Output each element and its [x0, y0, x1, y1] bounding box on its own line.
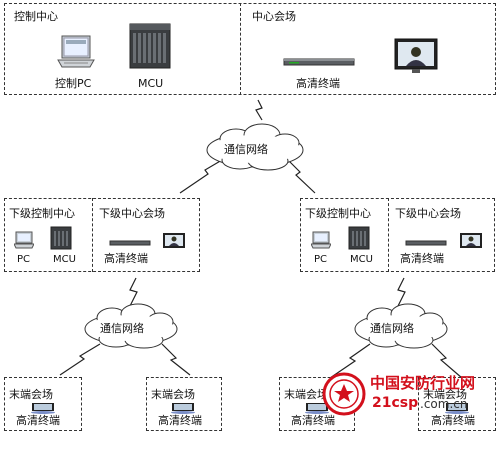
hd-codec-icon — [405, 240, 447, 246]
mcu-label: MCU — [138, 77, 164, 90]
laptop-icon — [57, 35, 95, 68]
end-site-title-4: 末端会场 — [423, 388, 467, 401]
link-cloud-to-mid-right — [287, 159, 316, 194]
mcu-icon — [50, 226, 72, 250]
watermark-site: 21csp — [372, 395, 419, 411]
mcu-rack-icon — [129, 23, 171, 69]
top-divider — [240, 3, 241, 95]
link-cloud-left-to-end1 — [59, 343, 101, 376]
terminal-icon — [171, 403, 195, 414]
mid-right-terminal-label: 高清终端 — [400, 252, 444, 265]
cloud-top-label: 通信网络 — [224, 143, 268, 156]
end-site-title-1: 末端会场 — [9, 388, 53, 401]
cloud-right — [354, 303, 448, 349]
pc-icon — [311, 231, 331, 249]
end-site-terminal-3: 高清终端 — [291, 414, 335, 427]
link-cloud-right-to-end4 — [431, 343, 463, 379]
link-cloud-left-to-end2 — [161, 343, 191, 376]
mid-right-pc-label: PC — [314, 254, 328, 265]
end-site-terminal-1: 高清终端 — [16, 414, 60, 427]
mid-right-divider — [388, 198, 389, 272]
hd-codec-icon — [283, 58, 355, 66]
cloud-left-label: 通信网络 — [100, 322, 144, 335]
mcu-icon — [348, 226, 370, 250]
mid-left-mcu-label: MCU — [53, 254, 76, 265]
link-mid-right-to-cloud — [397, 277, 406, 307]
control-center-title: 控制中心 — [14, 10, 58, 23]
center-terminal-label: 高清终端 — [296, 77, 340, 90]
link-top-to-cloud — [255, 99, 263, 121]
mid-right-mcu-label: MCU — [350, 254, 373, 265]
pc-icon — [14, 231, 34, 249]
mid-left-venue-title: 下级中心会场 — [99, 207, 165, 220]
end-site-title-2: 末端会场 — [151, 388, 195, 401]
end-site-terminal-4: 高清终端 — [431, 414, 475, 427]
mid-left-control-title: 下级控制中心 — [9, 207, 75, 220]
mid-right-venue-title: 下级中心会场 — [395, 207, 461, 220]
cloud-left — [84, 303, 178, 349]
link-mid-left-to-cloud — [129, 277, 138, 307]
mid-left-divider — [92, 198, 93, 272]
link-cloud-right-to-end3 — [329, 343, 371, 379]
watermark-seal-icon — [322, 372, 366, 416]
control-pc-label: 控制PC — [55, 77, 92, 90]
end-site-title-3: 末端会场 — [284, 388, 328, 401]
mid-left-pc-label: PC — [17, 254, 31, 265]
watermark-domain: .com.cn — [420, 397, 468, 411]
video-monitor-icon — [394, 38, 438, 73]
video-monitor-icon — [460, 233, 482, 248]
link-cloud-to-mid-left — [179, 159, 223, 194]
terminal-icon — [31, 403, 55, 414]
video-monitor-icon — [163, 233, 185, 248]
mid-right-control-title: 下级控制中心 — [305, 207, 371, 220]
end-site-terminal-2: 高清终端 — [158, 414, 202, 427]
center-venue-title: 中心会场 — [252, 10, 296, 23]
terminal-icon — [305, 403, 329, 414]
hd-codec-icon — [109, 240, 151, 246]
cloud-top — [206, 123, 304, 171]
terminal-icon — [445, 403, 469, 414]
watermark-cn: 中国安防行业网 — [370, 374, 476, 392]
mid-left-terminal-label: 高清终端 — [104, 252, 148, 265]
cloud-right-label: 通信网络 — [370, 322, 414, 335]
